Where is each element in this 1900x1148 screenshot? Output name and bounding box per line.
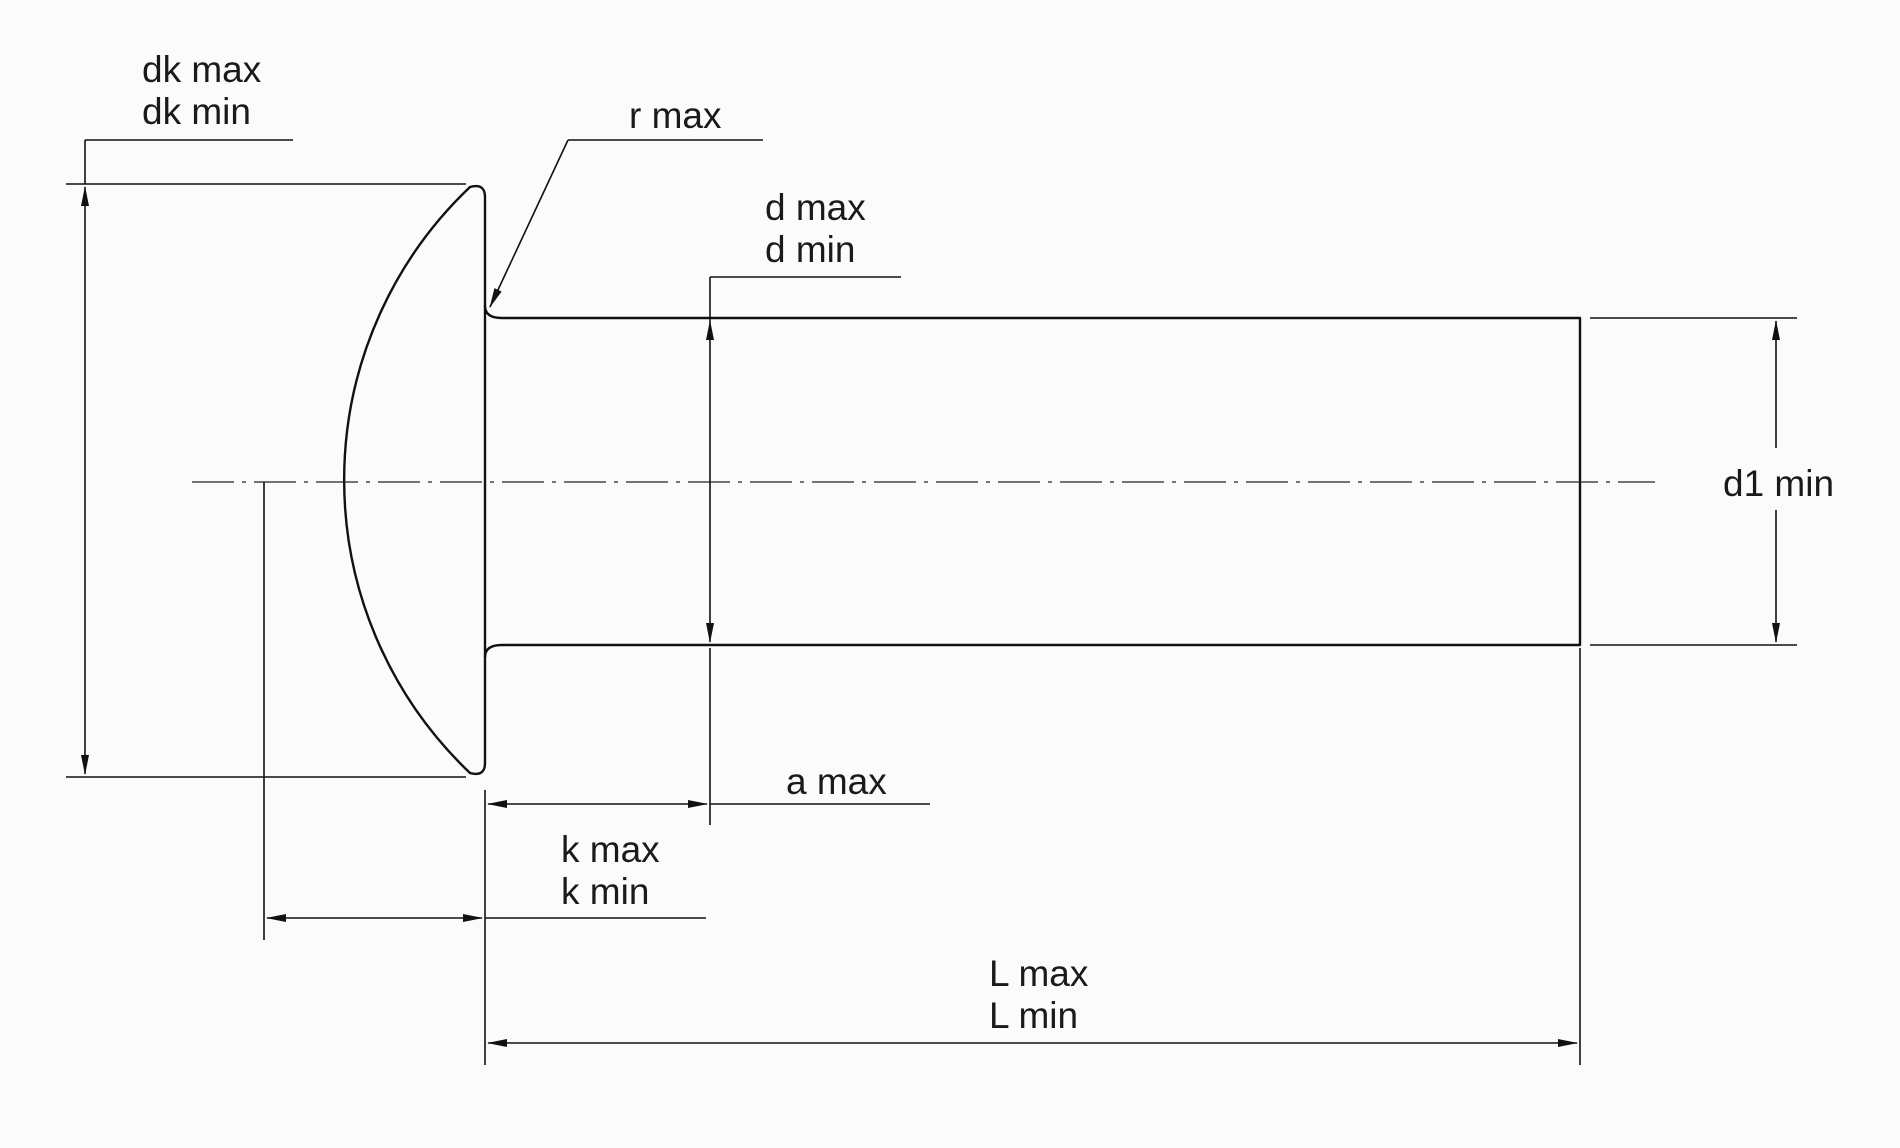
d1-dimension <box>1590 317 1797 646</box>
L-max-label: L max <box>989 953 1089 994</box>
rivet-outline <box>342 184 1582 776</box>
rivet-head <box>342 184 487 776</box>
L-min-label: L min <box>989 995 1078 1036</box>
d1-min-label: d1 min <box>1723 463 1834 504</box>
d-max-label: d max <box>765 187 866 228</box>
k-dimension <box>263 482 706 940</box>
a-dimension <box>484 790 930 1065</box>
L-dimension <box>487 648 1581 1065</box>
dk-max-label: dk max <box>142 49 262 90</box>
r-max-leader <box>489 139 763 308</box>
dk-dimension <box>66 139 466 778</box>
d-dimension <box>706 276 901 825</box>
a-max-label: a max <box>786 761 887 802</box>
k-min-label: k min <box>561 871 649 912</box>
d-min-label: d min <box>765 229 855 270</box>
r-max-label: r max <box>629 95 722 136</box>
k-max-label: k max <box>561 829 660 870</box>
dk-min-label: dk min <box>142 91 251 132</box>
